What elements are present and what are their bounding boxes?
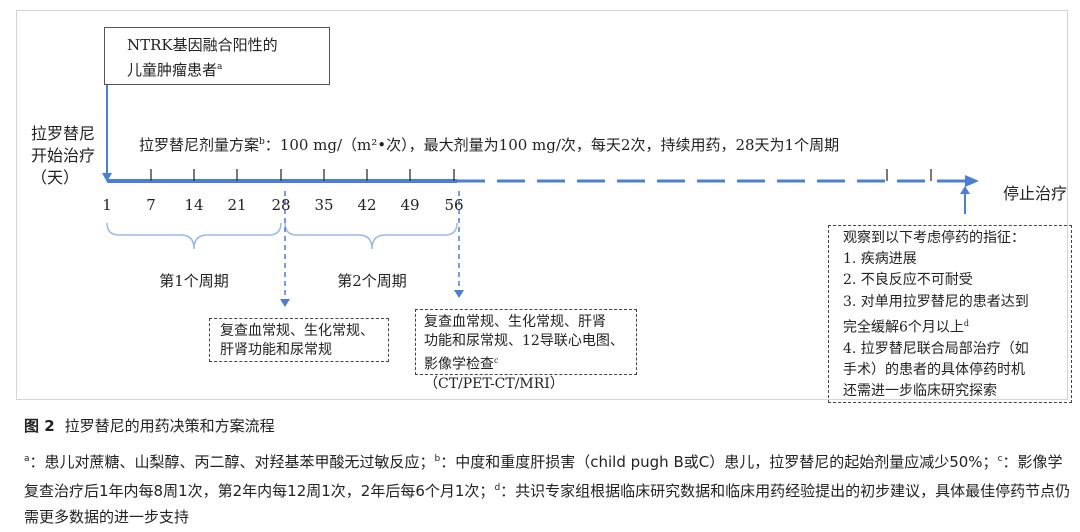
timeline-ticks [150,169,932,181]
box2-line3-sup: c [494,356,499,365]
start-label-line3: （天） [31,168,80,187]
tick-label-day49: 49 [400,196,420,214]
box2-line1: 复查血常规、生化常规、肝肾 [424,314,606,330]
stop-criteria-sup: d [963,318,970,328]
caption-label: 图 2 [24,417,55,435]
start-treatment-label: 拉罗替尼 开始治疗 （天） [31,123,95,189]
note-d-text: ：共识专家组根据临床研究数据和临床用药经验提出的初步建议，具体最佳停药节点仍需更… [24,482,1071,526]
caption-text: 拉罗替尼的用药决策和方案流程 [64,417,275,435]
timeline-graphics [102,85,979,307]
dose-sup: b [259,137,265,147]
stop-criteria-title: 观察到以下考虑停药的指征： [843,230,1025,246]
note-b-text: ：中度和重度肝损害（child pugh B或C）患儿，拉罗替尼的起始剂量应减少… [440,453,998,471]
tick-label-day56: 56 [444,196,464,214]
cycle1-bracket [106,222,282,250]
day56-arrow-head [454,290,464,298]
timeline-arrow-head [965,175,979,187]
cycle1-label: 第1个周期 [159,272,229,290]
patient-box-sup: a [217,62,223,72]
stop-criteria-item: 1. 疾病进展 [843,251,917,268]
box2-line3-prefix: 影像学检查 [424,356,494,373]
start-label-line2: 开始治疗 [31,146,96,165]
note-d-sup: d [494,483,501,493]
tick-label-day42: 42 [357,196,377,214]
cycle2-bracket [284,222,458,250]
patient-box: NTRK基因融合阳性的 儿童肿瘤患者a [104,27,330,85]
note-c-sup: c [997,454,1003,464]
note-a-text: ：患儿对蔗糖、山梨醇、丙二醇、对羟基苯甲酸无过敏反应； [29,453,435,471]
tick-label-day35: 35 [314,196,334,214]
box2-line2: 功能和尿常规、12导联心电图、 [424,333,624,349]
flowchart-figure: NTRK基因融合阳性的 儿童肿瘤患者a 拉罗替尼 开始治疗 （天） 拉罗替尼剂量… [16,10,1072,403]
start-label-line1: 拉罗替尼 [31,124,96,143]
stop-criteria-box: 观察到以下考虑停药的指征： 1. 疾病进展 2. 不良反应不可耐受 3. 对单用… [828,225,1072,403]
figure-caption: 图 2 拉罗替尼的用药决策和方案流程 [24,415,275,436]
patient-box-line2: 儿童肿瘤患者a [127,56,329,81]
start-arrow-head [102,173,112,182]
box2-line3-suffix: （CT/PET-CT/MRI） [424,375,564,392]
note-a-sup: a [24,454,30,464]
note-b-sup: b [434,454,441,464]
tick-label-day21: 21 [227,196,247,214]
day28-arrow-head [280,299,290,307]
box1-line1: 复查血常规、生化常规、 [220,323,374,339]
dose-regimen-text: 拉罗替尼剂量方案b：100 mg/（m²•次），最大剂量为100 mg/次，每天… [139,134,839,155]
tick-label-day14: 14 [184,196,204,214]
figure-footnotes: a：患儿对蔗糖、山梨醇、丙二醇、对羟基苯甲酸无过敏反应；b：中度和重度肝损害（c… [24,446,1076,530]
patient-box-line1: NTRK基因融合阳性的 [127,36,278,54]
stop-criteria-item: 手术）的患者的具体停药时机 [843,361,1025,378]
note-c-text: ：影像学复查治疗后1年内每8周1次，第2年内每12周1次，2年后每6个月1次； [24,453,1063,500]
stop-criteria-item: 还需进一步临床研究探索 [843,383,997,400]
tick-label-day1: 1 [102,196,112,214]
cycle2-label: 第2个周期 [337,272,407,290]
patient-box-line2-text: 儿童肿瘤患者 [127,61,218,79]
stop-criteria-item: 2. 不良反应不可耐受 [843,272,973,289]
stop-criteria-item: 完全缓解6个月以上d [843,313,1071,339]
box2-line3: 影像学检查c （CT/PET-CT/MRI） [424,351,636,394]
box1-line2: 肝肾功能和尿常规 [220,342,332,358]
day28-checkup-box: 复查血常规、生化常规、 肝肾功能和尿常规 [209,318,389,362]
dose-prefix: 拉罗替尼剂量方案 [139,136,260,154]
day56-checkup-box: 复查血常规、生化常规、肝肾 功能和尿常规、12导联心电图、 影像学检查c （CT/… [415,309,637,392]
tick-label-day28: 28 [271,196,291,214]
stop-criteria-item-text: 完全缓解6个月以上 [843,319,964,336]
stop-criteria-item: 3. 对单用拉罗替尼的患者达到 [843,293,1029,310]
stop-treatment-label: 停止治疗 [1003,184,1068,203]
tick-label-day7: 7 [146,196,156,214]
dose-main: ：100 mg/（m²•次），最大剂量为100 mg/次，每天2次，持续用药，2… [264,136,840,154]
stop-criteria-item: 4. 拉罗替尼联合局部治疗（如 [843,340,1029,357]
stop-arrow-head [960,186,970,194]
